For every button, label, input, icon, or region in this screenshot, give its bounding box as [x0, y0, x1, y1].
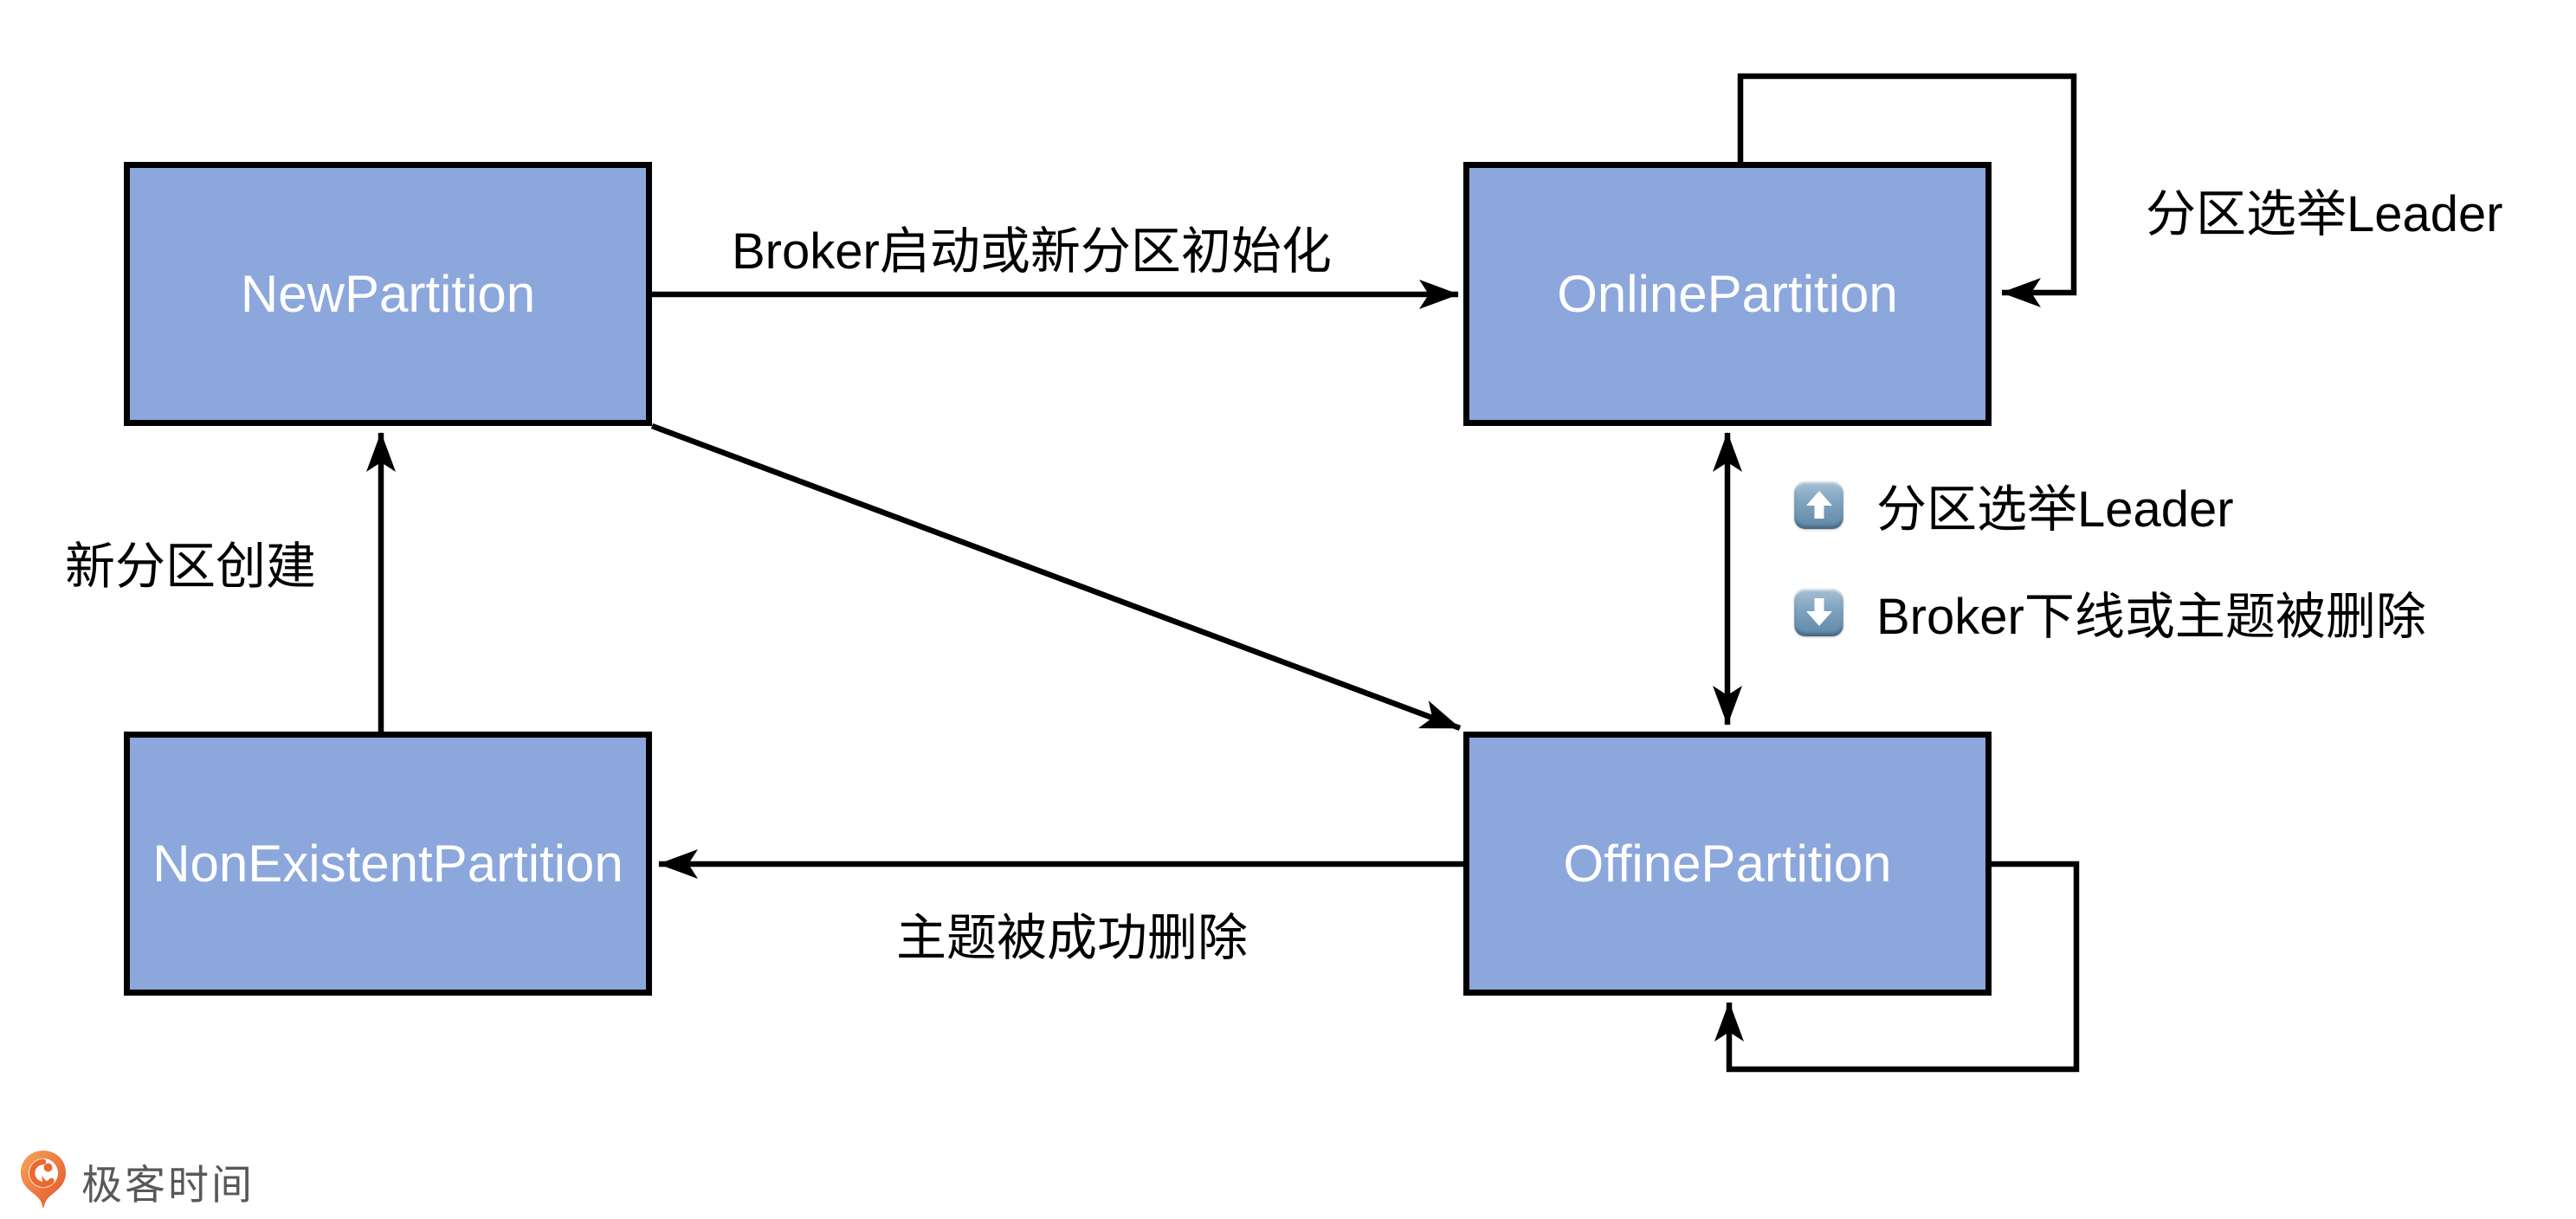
legend-row-up: 分区选举Leader — [1794, 478, 2234, 538]
state-node-label: OffinePartition — [1563, 835, 1892, 893]
state-node-new-partition: NewPartition — [124, 162, 652, 426]
state-node-label: NewPartition — [240, 265, 536, 323]
state-node-online-partition: OnlinePartition — [1463, 162, 1992, 426]
edge-label-leader-election-loop: 分区选举Leader — [2146, 186, 2503, 242]
state-node-label: NonExistentPartition — [152, 835, 623, 893]
state-node-nonexistent-partition: NonExistentPartition — [124, 732, 652, 996]
edge-offline-self-loop — [1714, 861, 2080, 1073]
geektime-brand: 极客时间 — [19, 1150, 255, 1212]
edge-new-to-offline — [650, 422, 1462, 732]
edge-label-topic-deleted: 主题被成功删除 — [896, 910, 1249, 966]
edge-label-leader-election-up: 分区选举Leader — [1876, 481, 2234, 538]
state-node-offline-partition: OffinePartition — [1463, 732, 1992, 996]
edge-label-new-partition-create: 新分区创建 — [65, 539, 317, 595]
edge-label-broker-start: Broker启动或新分区初始化 — [732, 223, 1332, 280]
up-arrow-icon — [1794, 481, 1843, 529]
geektime-brand-text: 极客时间 — [81, 1161, 255, 1208]
edge-online-self-loop — [1737, 73, 2077, 307]
edge-label-broker-down: Broker下线或主题被删除 — [1876, 589, 2426, 645]
state-node-label: OnlinePartition — [1557, 265, 1898, 323]
legend-row-down: Broker下线或主题被删除 — [1794, 585, 2426, 645]
down-arrow-icon — [1794, 588, 1843, 636]
geektime-logo-icon — [21, 1151, 66, 1209]
